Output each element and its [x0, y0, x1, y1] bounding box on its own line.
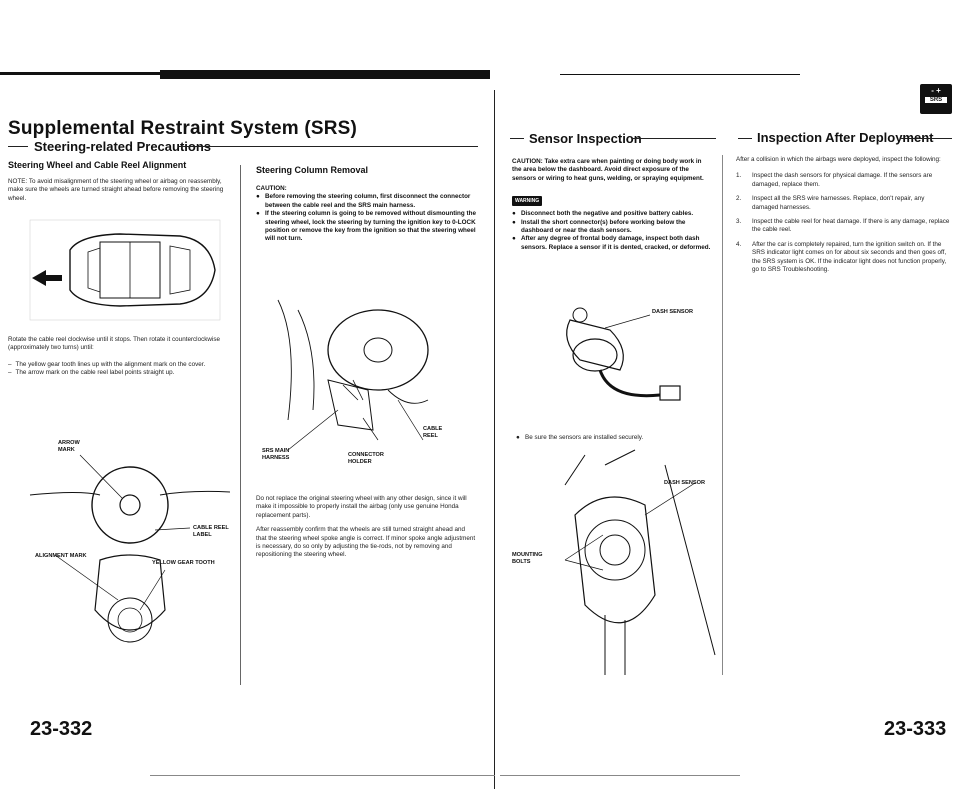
dash-item-1: –The yellow gear tooth lines up with the… [8, 360, 206, 368]
section-a-note: NOTE: To avoid misalignment of the steer… [8, 178, 224, 202]
section-b: Steering Column Removal CAUTION: ●Before… [256, 165, 476, 244]
subtitle-rule-right [178, 146, 478, 147]
after-deployment-intro: After a collision in which the airbags w… [736, 156, 941, 163]
warning-item-3-text: After any degree of frontal body damage,… [521, 235, 711, 251]
section-a-heading: Steering Wheel and Cable Reel Alignment [8, 160, 187, 170]
label-mounting-bolts: MOUNTING BOLTS [512, 552, 543, 565]
right-column-divider [722, 155, 723, 675]
label-dash-sensor: DASH SENSOR [652, 309, 694, 315]
section-b-heading: Steering Column Removal [256, 165, 369, 175]
caution-item-1: ●Before removing the steering column, fi… [256, 193, 476, 210]
page-spine [494, 90, 495, 789]
column-divider [240, 165, 241, 685]
warning-item-2: ●Install the short connector(s) before w… [512, 219, 712, 236]
list-item: 3. Inspect the cable reel for heat damage… [736, 218, 950, 235]
warning-badge: WARNING [512, 196, 543, 207]
bottom-rule-right [500, 775, 740, 776]
srs-battery-icon: - + SRS [920, 84, 952, 114]
sensor-inspection-title: Sensor Inspection [529, 131, 642, 146]
warning-item-1: ●Disconnect both the negative and positi… [512, 210, 694, 218]
direction-arrow-icon [32, 270, 62, 286]
section-b-paragraphs: Do not replace the original steering whe… [256, 495, 476, 560]
section-b-para-1: Do not replace the original steering whe… [256, 495, 467, 519]
caution-item-2-text: If the steering column is going to be re… [265, 210, 476, 243]
srs-icon-label: SRS [925, 97, 947, 103]
sensor-mounting-illustration [564, 449, 716, 675]
steering-column-illustration [277, 299, 429, 451]
warning-item-2-text: Install the short connector(s) before wo… [521, 218, 686, 235]
steering-wheel-illustration [29, 454, 231, 643]
subtitle-rule-left [8, 146, 28, 147]
header-bar-left [0, 72, 160, 75]
sensor-caution: CAUTION: Take extra care when painting o… [512, 158, 704, 182]
list-item: 2. Inspect all the SRS wire harnesses. Re… [736, 195, 950, 212]
rotate-block: Rotate the cable reel clockwise until it… [8, 336, 233, 378]
sensor-title-rule-left [510, 138, 524, 139]
list-item-number: 4. [736, 240, 742, 248]
car-illustration-frame [29, 219, 221, 321]
list-item-text: Inspect all the SRS wire harnesses. Repl… [752, 195, 925, 211]
list-item-text: After the car is completely repaired, tu… [752, 240, 947, 274]
install-note: ●Be sure the sensors are installed secur… [516, 434, 644, 441]
label-cable-reel: CABLE REEL [423, 426, 443, 439]
list-item-number: 2. [736, 195, 742, 203]
bottom-rule-left [150, 775, 495, 776]
label-connector-holder: CONNECTOR HOLDER [348, 452, 384, 465]
dash-item-1-text: The yellow gear tooth lines up with the … [15, 360, 206, 368]
after-deployment-title: Inspection After Deployment [757, 130, 934, 145]
section-a: Steering Wheel and Cable Reel Alignment … [8, 160, 233, 203]
label-alignment-mark: ALIGNMENT MARK [35, 553, 87, 559]
label-cable-reel-label: CABLE REEL LABEL [193, 525, 229, 538]
list-item-text: Inspect the cable reel for heat damage. … [752, 218, 950, 234]
list-item-number: 3. [736, 218, 742, 226]
sensor-title-rule-right [632, 138, 716, 139]
dash-item-2-text: The arrow mark on the cable reel label p… [15, 369, 175, 377]
page-title: Supplemental Restraint System (SRS) [8, 118, 358, 139]
caution-item-1-text: Before removing the steering column, fir… [265, 193, 471, 209]
deploy-title-rule-left [738, 138, 752, 139]
srs-icon-terminals: - + [931, 86, 941, 95]
list-item: 1. Inspect the dash sensors for physical … [736, 172, 950, 189]
page-number-right: 23-333 [884, 718, 947, 740]
label-srs-main-harness: SRS MAIN HARNESS [262, 448, 290, 461]
dash-item-2: –The arrow mark on the cable reel label … [8, 369, 175, 377]
caution-label: CAUTION: [256, 185, 287, 192]
install-note-text: Be sure the sensors are installed secure… [525, 434, 644, 441]
caution-item-2: ●If the steering column is going to be r… [256, 210, 476, 243]
warning-item-3: ●After any degree of frontal body damage… [512, 235, 711, 251]
after-deployment-body: After a collision in which the airbags w… [736, 156, 950, 280]
rotate-text: Rotate the cable reel clockwise until it… [8, 336, 220, 352]
header-bar-right [560, 74, 800, 75]
list-item-text: Inspect the dash sensors for physical da… [752, 172, 933, 188]
label-yellow-gear-tooth: YELLOW GEAR TOOTH [152, 560, 215, 566]
dash-sensor-illustration [566, 307, 681, 401]
section-subtitle: Steering-related Precautions [34, 139, 211, 154]
page-number-left: 23-332 [30, 718, 93, 740]
label-dash-sensor-2: DASH SENSOR [664, 480, 706, 486]
car-topview-illustration [29, 219, 221, 321]
list-item: 4. After the car is completely repaired, … [736, 241, 950, 275]
header-bar-thick [160, 70, 490, 79]
warning-item-1-text: Disconnect both the negative and positiv… [521, 210, 694, 218]
after-deployment-list: 1. Inspect the dash sensors for physical … [736, 172, 950, 274]
label-arrow-mark: ARROW MARK [58, 440, 80, 453]
section-b-para-2: After reassembly confirm that the wheels… [256, 526, 476, 559]
warning-badge-wrap: WARNING [512, 189, 712, 207]
list-item-number: 1. [736, 172, 742, 180]
deploy-title-rule-right [900, 138, 952, 139]
sensor-inspection-body: CAUTION: Take extra care when painting o… [512, 158, 712, 252]
